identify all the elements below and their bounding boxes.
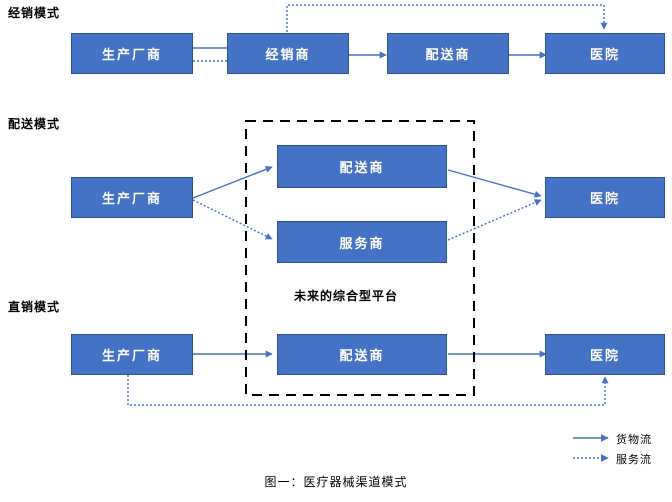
- future-platform-container: [245, 120, 475, 396]
- node-r3-hospital[interactable]: 医院: [545, 334, 665, 375]
- section-label-delivery: 配送模式: [8, 117, 61, 131]
- node-r1-hospital[interactable]: 医院: [545, 33, 665, 74]
- flow-r2-service-to-hospital-service: [447, 199, 542, 241]
- node-r1-deliverer[interactable]: 配送商: [387, 33, 509, 74]
- node-r2-service[interactable]: 服务商: [277, 221, 447, 263]
- legend-label-service-flow: 服务流: [616, 453, 652, 466]
- node-r1-distributor[interactable]: 经销商: [227, 33, 349, 74]
- figure-caption: 图一：医疗器械渠道模式: [264, 475, 408, 489]
- flow-r3-manufacturer-to-hospital-service: [127, 375, 609, 406]
- flow-r2-deliverer-to-hospital-goods: [447, 169, 542, 198]
- node-r2-hospital[interactable]: 医院: [545, 177, 665, 218]
- section-label-direct: 直销模式: [8, 300, 61, 314]
- node-r3-deliverer[interactable]: 配送商: [277, 334, 447, 375]
- future-platform-label: 未来的综合型平台: [294, 289, 399, 303]
- section-label-distribution: 经销模式: [8, 6, 61, 20]
- legend-label-goods-flow: 货物流: [616, 433, 652, 446]
- node-r3-manufacturer[interactable]: 生产厂商: [71, 334, 193, 375]
- flow-r2-manufacturer-to-deliverer-goods: [192, 166, 273, 199]
- node-r1-manufacturer[interactable]: 生产厂商: [71, 33, 193, 74]
- node-r2-manufacturer[interactable]: 生产厂商: [71, 177, 193, 218]
- flow-r2-manufacturer-to-service-service: [192, 199, 273, 240]
- flow-r1-distributor-to-hospital-service: [286, 4, 608, 32]
- node-r2-deliverer[interactable]: 配送商: [277, 145, 447, 188]
